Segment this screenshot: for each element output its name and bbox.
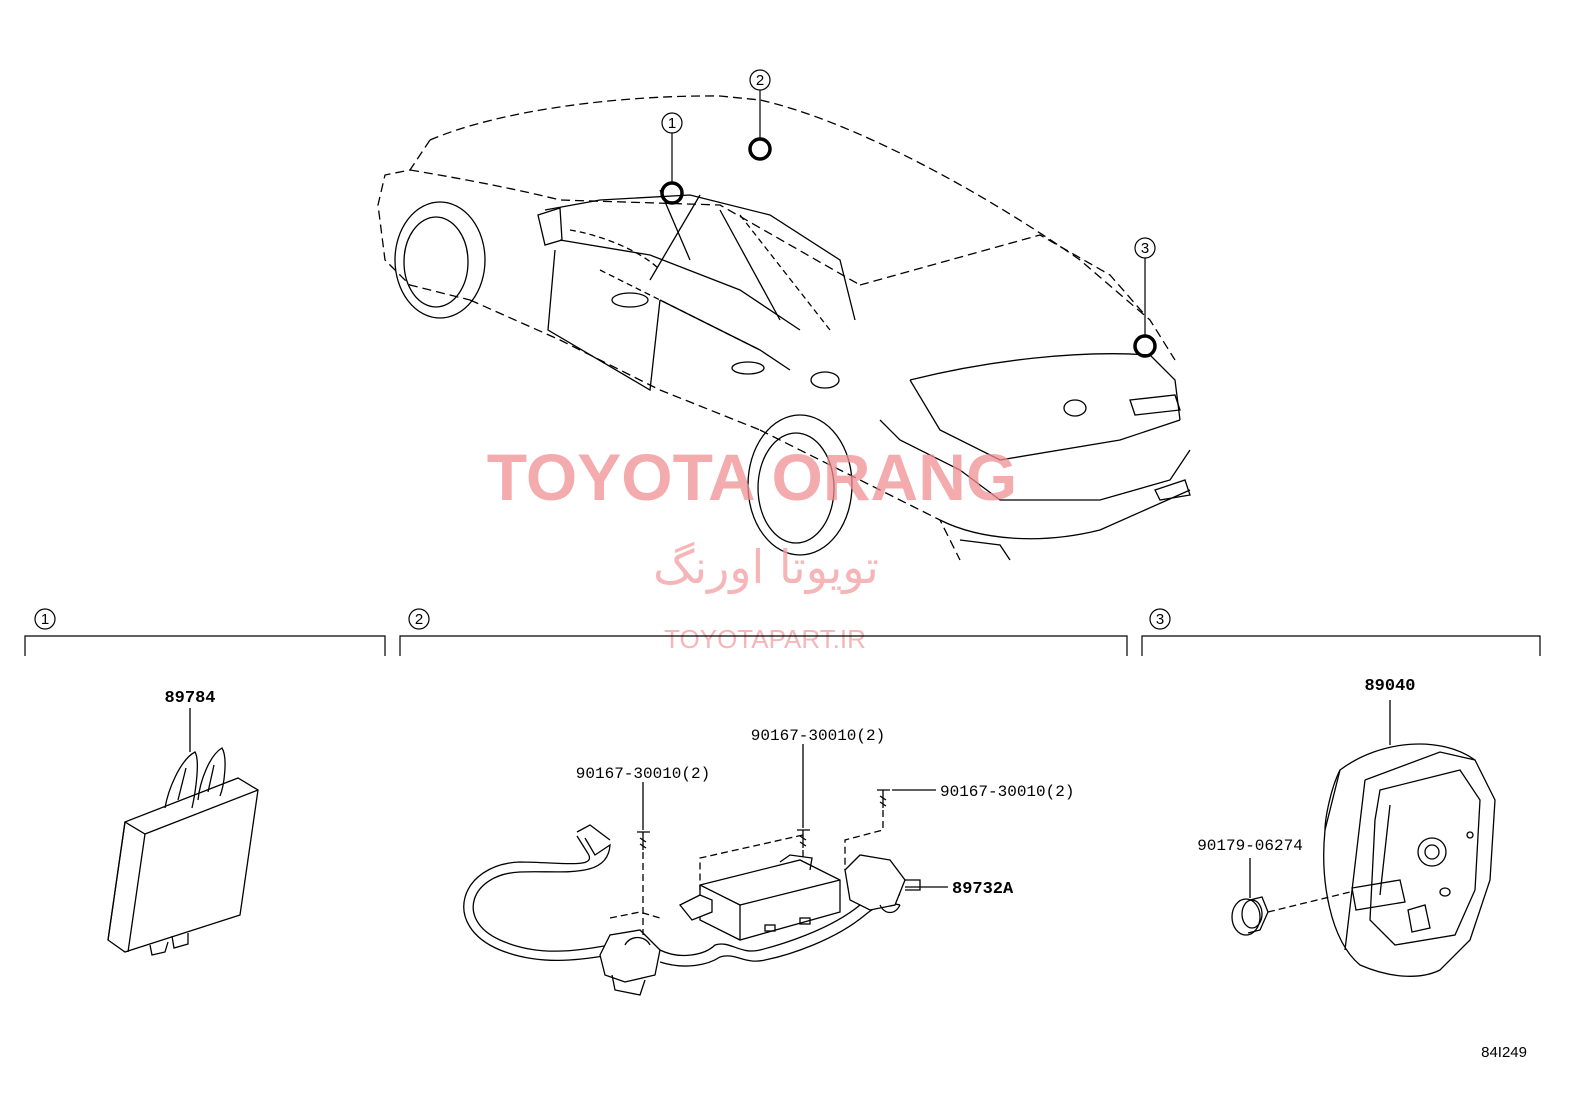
watermark-url: TOYOTAPART.IR bbox=[664, 624, 866, 654]
callout-3: 3 bbox=[1133, 237, 1157, 358]
section-2-number: 2 bbox=[415, 611, 423, 628]
callout-1-number: 1 bbox=[668, 115, 676, 132]
part-label-90179: 90179-06274 bbox=[1197, 837, 1303, 855]
part-label-90167-right: 90167-30010(2) bbox=[940, 783, 1074, 801]
callout-1: 1 bbox=[660, 112, 684, 205]
harness-89732a-drawing bbox=[463, 744, 948, 996]
part-label-90167-left: 90167-30010(2) bbox=[576, 765, 710, 783]
part-label-89732a: 89732A bbox=[952, 880, 1014, 899]
section-1-number: 1 bbox=[41, 611, 49, 628]
section-3-number: 3 bbox=[1156, 611, 1164, 628]
part-label-90167-middle: 90167-30010(2) bbox=[751, 727, 885, 745]
unit-89040-drawing bbox=[1231, 700, 1496, 977]
watermark-title: TOYOTA ORANG bbox=[487, 440, 1017, 514]
callout-2-number: 2 bbox=[756, 72, 764, 89]
module-89784-drawing bbox=[107, 708, 259, 956]
watermark-persian: تویوتا اورنگ bbox=[653, 540, 879, 595]
part-label-89784: 89784 bbox=[164, 689, 215, 708]
section-1-bracket bbox=[24, 608, 386, 656]
watermark: TOYOTA ORANG تویوتا اورنگ TOYOTAPART.IR bbox=[487, 440, 1017, 654]
diagram-reference-code: 84I249 bbox=[1481, 1044, 1527, 1061]
part-label-89040: 89040 bbox=[1364, 677, 1415, 696]
callout-3-number: 3 bbox=[1141, 240, 1149, 257]
section-3-bracket bbox=[1141, 608, 1541, 656]
callout-2: 2 bbox=[748, 69, 772, 161]
section-2-bracket bbox=[399, 608, 1128, 656]
